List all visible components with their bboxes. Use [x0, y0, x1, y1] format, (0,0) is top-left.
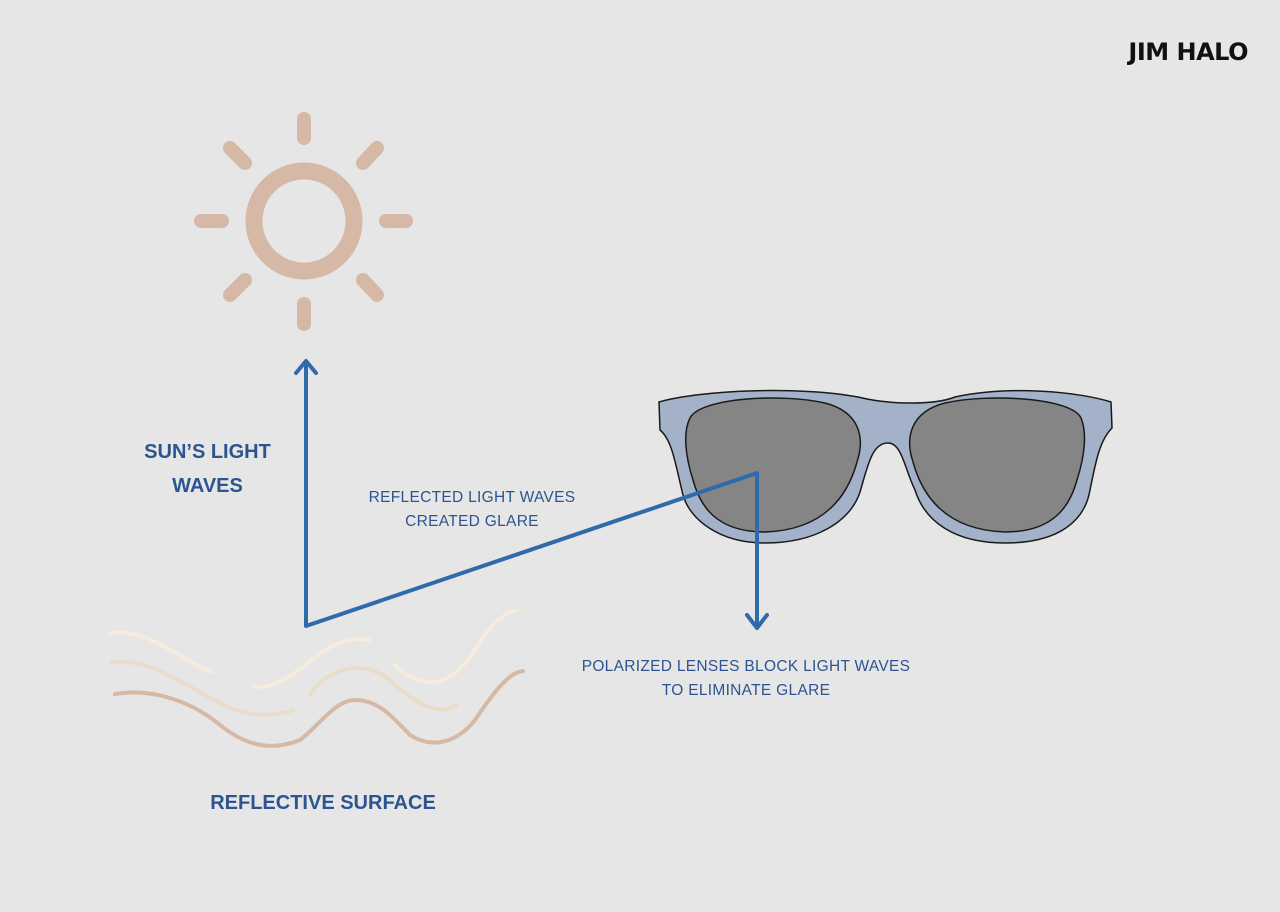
sunglasses-icon: [658, 389, 1113, 544]
reflective-surface-label: REFLECTIVE SURFACE: [210, 792, 436, 814]
suns-light-waves-line1: SUN’S LIGHT: [144, 441, 271, 463]
polarized-lenses-line2: TO ELIMINATE GLARE: [661, 682, 831, 699]
polarized-lenses-label: POLARIZED LENSES BLOCK LIGHT WAVES TO EL…: [566, 655, 926, 703]
suns-light-waves-line2: WAVES: [172, 475, 243, 497]
light-path-arrows: [294, 359, 769, 630]
brand-logo: JIM HALO: [1128, 38, 1248, 66]
reflected-light-line1: REFLECTED LIGHT WAVES: [368, 489, 576, 506]
polarized-lenses-line1: POLARIZED LENSES BLOCK LIGHT WAVES: [581, 658, 911, 675]
reflected-light-line2: CREATED GLARE: [405, 513, 539, 530]
sun-icon: [194, 112, 413, 331]
waves-icon: [108, 608, 525, 748]
glare-block-arrowhead: [745, 613, 769, 630]
reflected-light-label: REFLECTED LIGHT WAVES CREATED GLARE: [342, 486, 602, 534]
suns-light-waves-label: SUN’S LIGHT WAVES: [120, 435, 295, 503]
sun-arrowhead: [294, 359, 318, 375]
light-ray-line: [304, 364, 759, 628]
